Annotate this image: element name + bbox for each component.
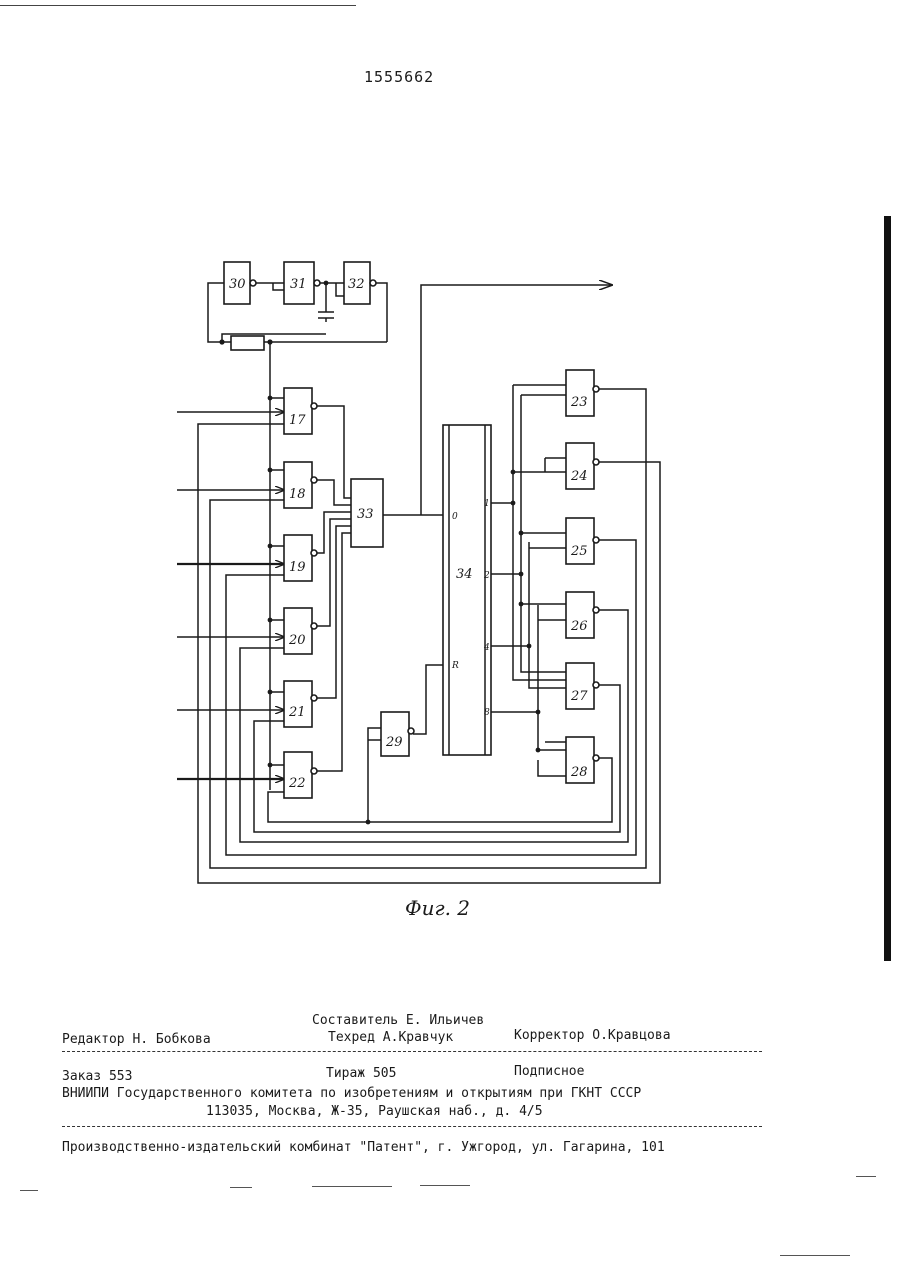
editor-line: Редактор Н. Бобкова xyxy=(62,1032,211,1047)
block-26-label: 26 xyxy=(570,619,588,634)
figure-caption: Фиг. 2 xyxy=(405,896,470,920)
scan-speck xyxy=(420,1185,470,1186)
block-22 xyxy=(284,752,312,798)
publisher-line: Производственно-издательский комбинат "П… xyxy=(62,1140,665,1155)
institute-line: ВНИИПИ Государственного комитета по изоб… xyxy=(62,1086,641,1101)
block-21 xyxy=(284,681,312,727)
pin-R: R xyxy=(451,661,459,671)
order-line: Заказ 553 xyxy=(62,1069,132,1084)
block-21-label: 21 xyxy=(288,705,306,720)
scan-speck xyxy=(856,1176,876,1177)
right-wiring xyxy=(491,385,566,776)
pin-8: 8 xyxy=(484,708,490,718)
block-32-label: 32 xyxy=(348,277,365,292)
block-31-label: 31 xyxy=(290,277,307,292)
block-27-label: 27 xyxy=(570,689,588,704)
pin-2: 2 xyxy=(483,571,490,581)
block-33-label: 33 xyxy=(357,507,374,522)
block-24-label: 24 xyxy=(570,469,588,484)
scan-speck xyxy=(230,1187,252,1188)
pin-0: 0 xyxy=(452,512,458,522)
block-22-label: 22 xyxy=(288,776,306,791)
corrector-line: Корректор О.Кравцова xyxy=(514,1028,671,1043)
block-17-label: 17 xyxy=(289,413,306,428)
scan-speck xyxy=(312,1186,392,1187)
pin-1: 1 xyxy=(484,499,490,509)
block-25-label: 25 xyxy=(570,544,588,559)
resistor xyxy=(231,336,264,350)
subscription-line: Подписное xyxy=(514,1064,584,1079)
pin-4: 4 xyxy=(483,643,490,653)
circulation-line: Тираж 505 xyxy=(326,1066,396,1081)
address-line: 113035, Москва, Ж-35, Раушская наб., д. … xyxy=(206,1104,543,1119)
block-28-label: 28 xyxy=(570,765,588,780)
block-34-label: 34 xyxy=(456,567,473,582)
block-23-label: 23 xyxy=(570,395,588,410)
divider xyxy=(62,1051,762,1052)
compiler-line: Составитель Е. Ильичев xyxy=(312,1013,484,1028)
block-18-label: 18 xyxy=(289,487,306,502)
techred-line: Техред А.Кравчук xyxy=(328,1030,453,1045)
block-34 xyxy=(443,425,491,755)
scan-speck xyxy=(20,1190,38,1191)
scan-speck xyxy=(780,1255,850,1256)
block-29-label: 29 xyxy=(385,735,403,750)
block-30-label: 30 xyxy=(229,277,246,292)
divider xyxy=(62,1126,762,1127)
block-20-label: 20 xyxy=(288,633,306,648)
block-19-label: 19 xyxy=(289,560,306,575)
